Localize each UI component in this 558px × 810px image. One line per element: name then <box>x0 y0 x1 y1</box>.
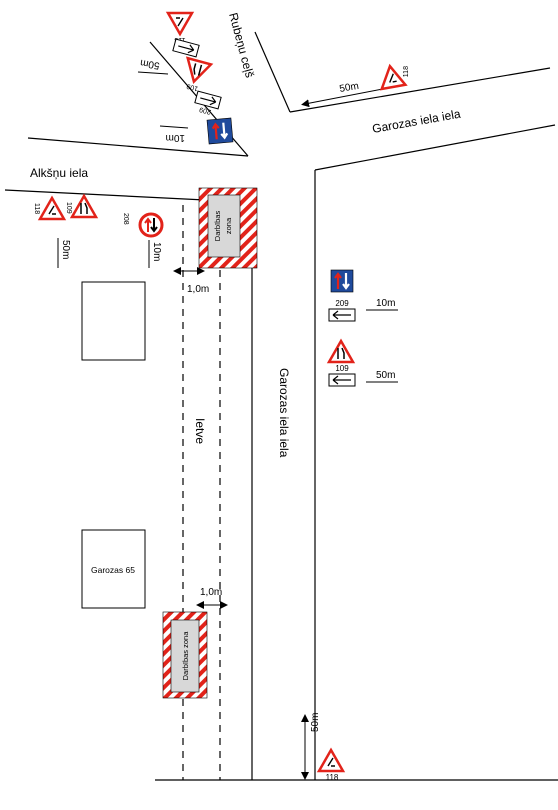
sign-code-109-b: 109 <box>65 202 72 214</box>
road-lines <box>4 31 558 781</box>
sign-code-109-a: 109 <box>186 82 199 92</box>
plate-arrow-left-c <box>328 308 356 322</box>
sign-code-209-b: 209 <box>335 299 349 308</box>
work-zone-top-label-2: zona <box>224 217 233 234</box>
offset-top-label: 1,0m <box>187 284 209 295</box>
sign-code-208: 208 <box>122 213 129 225</box>
distance-label-alksnu-50m: 50m <box>60 240 71 259</box>
distance-line-rubenu-50m <box>137 71 169 75</box>
street-label-rubenu: Rubeņu ceļš <box>226 11 257 79</box>
sign-code-118-a: 118 <box>174 36 185 43</box>
building-lower: Garozas 65 <box>81 529 146 609</box>
distance-bottom: 50m <box>301 713 321 780</box>
distance-label-rubenu-10m: 10m <box>166 132 185 143</box>
distance-line-rubenu-10m <box>159 125 189 129</box>
warning-sign-road-narrows-109-a: 109 <box>186 56 214 92</box>
sidewalk-dashed-lines <box>182 205 221 780</box>
priority-sign-oncoming-b <box>330 269 354 293</box>
distance-label-right-50m: 50m <box>376 370 395 381</box>
distance-label-rubenu-50m: 50m <box>139 57 160 71</box>
offset-top: 1,0m <box>173 267 209 295</box>
offset-bottom: 1,0m <box>196 587 228 609</box>
street-label-alksnu: Alkšņu iela <box>30 166 88 180</box>
sign-code-118-d: 118 <box>326 773 339 782</box>
sign-code-209-a: 209 <box>199 105 212 115</box>
plate-arrow-left-b: 209 <box>194 90 222 115</box>
street-label-garozas-side: Garozas iela iela <box>277 368 291 458</box>
offset-bottom-label: 1,0m <box>200 587 222 598</box>
distance-label-right-10m: 10m <box>376 298 395 309</box>
work-zone-bottom: Darbības zona <box>162 611 208 699</box>
sign-code-118-c: 118 <box>33 203 40 214</box>
building-upper <box>81 281 146 361</box>
plate-arrow-left-a <box>172 38 200 58</box>
plate-arrow-left-d <box>328 373 356 387</box>
warning-sign-roadworks-118-c: 118 <box>33 195 67 221</box>
sign-code-109-c: 109 <box>335 364 349 373</box>
warning-sign-roadworks-118-a: 118 <box>165 11 195 43</box>
prohibitory-sign-no-entry-oncoming: 208 <box>122 212 164 238</box>
work-zone-bottom-label: Darbības zona <box>181 631 190 681</box>
work-zone-top-label-1: Darbības <box>213 211 222 242</box>
distance-label-bottom-50m: 50m <box>310 713 321 732</box>
warning-sign-road-narrows-109-b: 109 <box>65 193 99 219</box>
distance-label-alksnu-10m: 10m <box>151 242 162 261</box>
building-lower-label: Garozas 65 <box>91 565 135 575</box>
warning-sign-roadworks-118-d <box>316 747 346 773</box>
work-zone-top: Darbības zona <box>198 187 258 269</box>
priority-sign-oncoming-a <box>206 117 234 145</box>
sidewalk-label: Ietve <box>193 418 207 444</box>
sign-code-118-b: 118 <box>403 66 410 77</box>
distance-label-garozas-top-50m: 50m <box>339 81 360 95</box>
warning-sign-road-narrows-109-c <box>326 338 356 364</box>
street-label-garozas-top: Garozas iela iela <box>371 107 462 136</box>
warning-sign-roadworks-118-b: 118 <box>379 63 410 91</box>
